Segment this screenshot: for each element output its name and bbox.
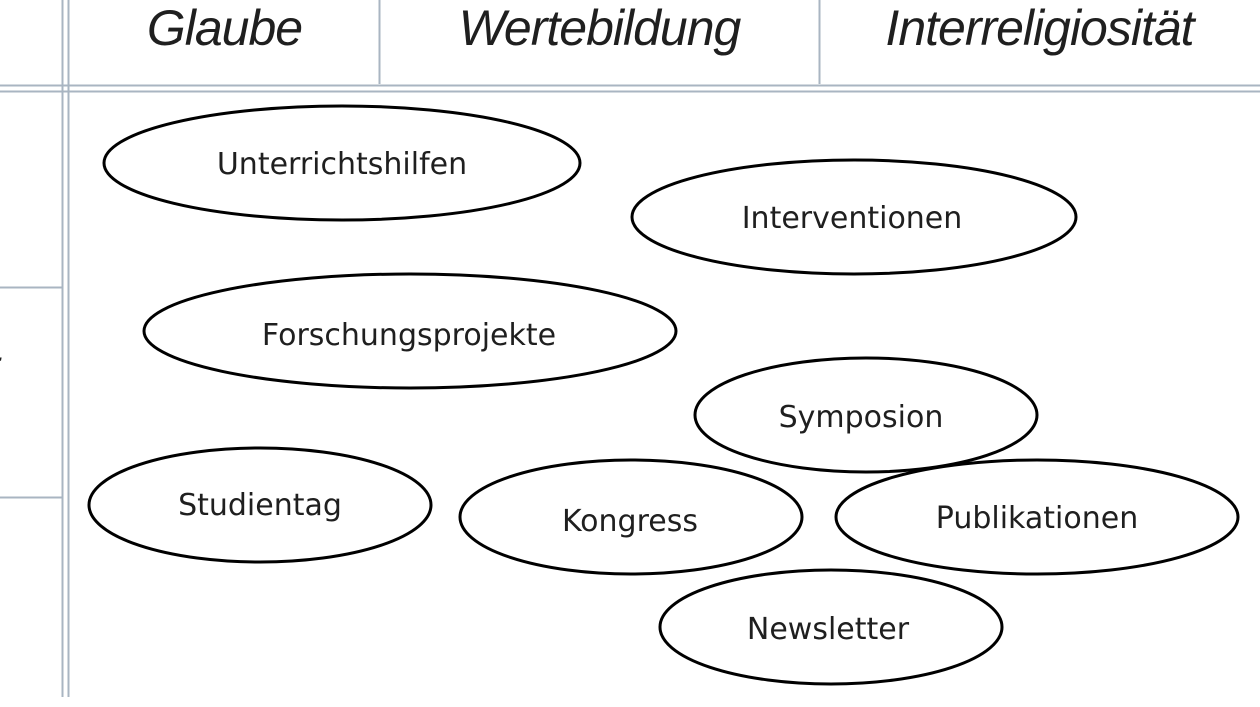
oval-unterrichtshilfen: Unterrichtshilfen [102,104,582,222]
oval-shape [834,458,1240,576]
oval-label: Publikationen [936,501,1138,536]
oval-shape [142,272,678,390]
oval-label: Unterrichtshilfen [217,147,467,182]
column-header-interreligiositaet: Interreligiosität [885,0,1194,56]
oval-shape [630,158,1078,276]
oval-publikationen: Publikationen [834,458,1240,576]
oval-newsletter: Newsletter [658,568,1004,686]
oval-shape [658,568,1004,686]
oval-studientag: Studientag [87,446,433,564]
column-header-wertebildung: Wertebildung [458,0,742,56]
oval-label: Newsletter [747,612,910,647]
oval-shape [87,446,433,564]
oval-forschungsprojekte: Forschungsprojekte [142,272,678,390]
oval-label: Studientag [178,488,342,523]
oval-label: Symposion [779,400,944,435]
oval-shape [102,104,582,222]
oval-symposion: Symposion [693,356,1039,474]
oval-shape [458,458,804,576]
oval-shape [693,356,1039,474]
column-header-glaube: Glaube [146,0,303,56]
oval-label: Interventionen [742,201,963,236]
oval-label: Kongress [562,504,698,539]
oval-interventionen: Interventionen [630,158,1078,276]
oval-kongress: Kongress [458,458,804,576]
oval-label: Forschungsprojekte [262,318,556,353]
